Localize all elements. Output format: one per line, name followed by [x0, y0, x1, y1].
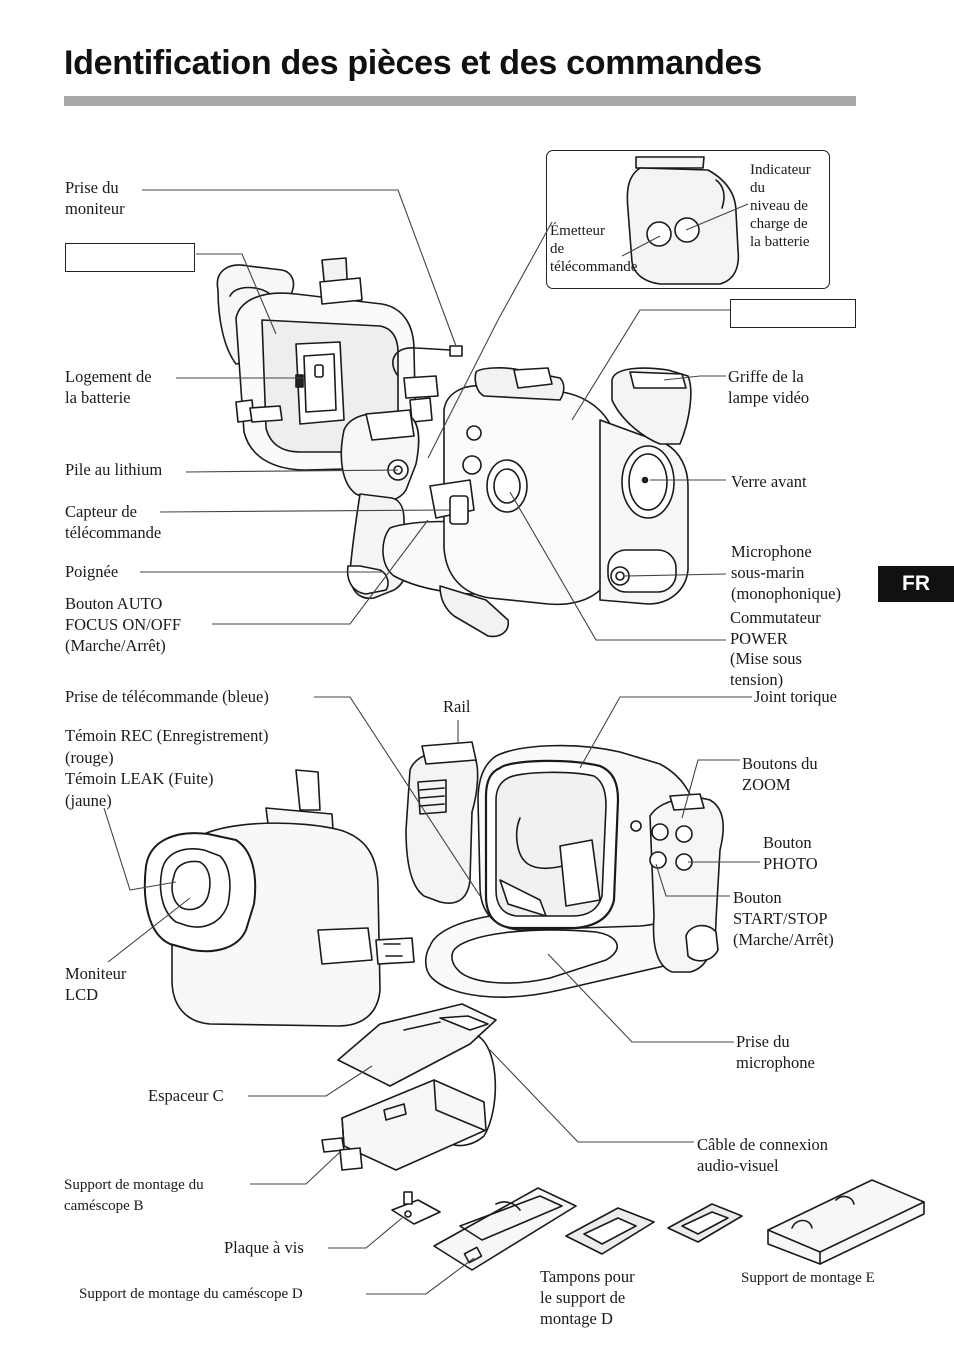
- label-temoins: Témoin REC (Enregistrement)(rouge)Témoin…: [65, 726, 269, 810]
- accessories: [321, 1003, 925, 1271]
- battery-indicator-inset: [546, 150, 830, 289]
- title-underline: [64, 96, 856, 106]
- inset-drawing: [626, 156, 740, 285]
- blank-label-box-right: [730, 299, 856, 328]
- label-plaque-vis: Plaque à vis: [224, 1238, 304, 1257]
- blank-label-box-left: [65, 243, 195, 272]
- label-poignee: Poignée: [65, 562, 119, 581]
- rear-housing-open: [216, 257, 463, 600]
- front-housing: [382, 367, 692, 638]
- label-verre-avant: Verre avant: [731, 472, 807, 491]
- label-espaceur-c: Espaceur C: [148, 1086, 224, 1105]
- leader-lines: [103, 189, 760, 1295]
- label-pile-lithium: Pile au lithium: [65, 460, 163, 479]
- language-tab: FR: [878, 566, 954, 602]
- label-support-e: Support de montage E: [741, 1270, 875, 1286]
- label-prise-telecommande: Prise de télécommande (bleue): [65, 687, 269, 706]
- label-joint-torique: Joint torique: [754, 687, 837, 706]
- front-housing-open: [405, 741, 724, 998]
- label-rail: Rail: [443, 697, 471, 716]
- label-support-d: Support de montage du caméscope D: [79, 1286, 303, 1302]
- page-title: Identification des pièces et des command…: [64, 44, 762, 82]
